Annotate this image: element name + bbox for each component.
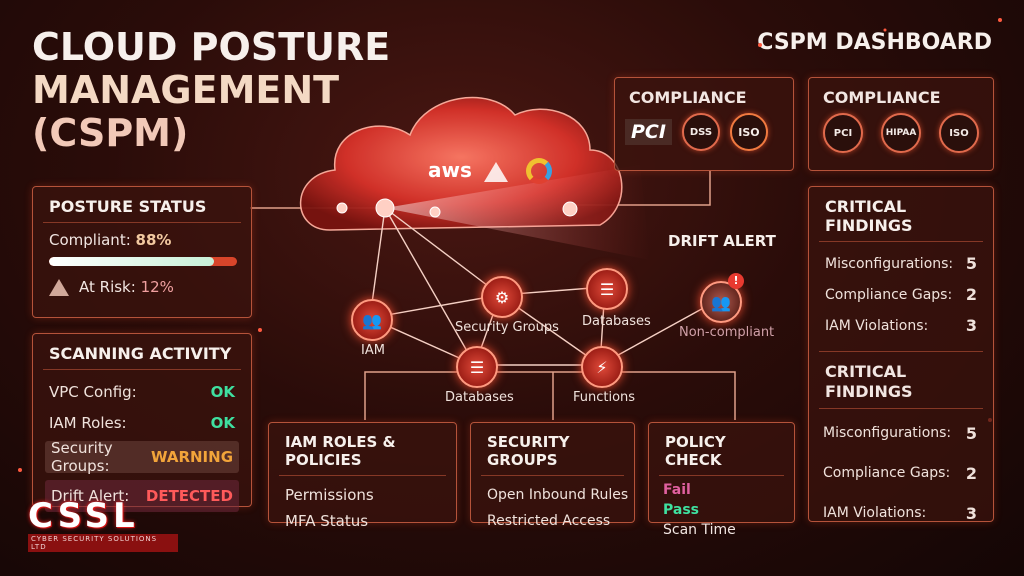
scan-row-drift: Drift Alert: DETECTED xyxy=(45,480,239,512)
scan-row-security-groups: Security Groups: WARNING xyxy=(45,439,239,475)
finding-row: Misconfigurations: 5 xyxy=(823,413,977,453)
scanning-activity-title: SCANNING ACTIVITY xyxy=(43,334,241,370)
scan-label: IAM Roles: xyxy=(49,413,127,432)
scan-label: Security Groups: xyxy=(51,439,113,475)
policy-check-title: POLICY CHECK xyxy=(659,423,784,476)
finding-label: Misconfigurations: xyxy=(823,425,952,441)
iso-badge-icon: ISO xyxy=(939,113,979,153)
dashboard-title: CSPM DASHBOARD xyxy=(757,30,992,55)
finding-count: 5 xyxy=(965,423,977,443)
scan-row-vpc: VPC Config: OK xyxy=(49,376,235,407)
scan-label: VPC Config: xyxy=(49,382,137,401)
databases-bottom-node-icon: ☰ xyxy=(456,346,498,388)
compliance-center-title: COMPLIANCE xyxy=(629,88,747,107)
title-line-2: MANAGEMENT xyxy=(32,68,340,112)
critical-findings-title-2-line2: FINDINGS xyxy=(825,382,913,401)
scan-status: OK xyxy=(210,382,235,401)
compliance-right-title: COMPLIANCE xyxy=(823,88,941,107)
policy-check-panel: POLICY CHECK Fail Pass Scan Time xyxy=(648,422,795,538)
scanning-activity-panel: SCANNING ACTIVITY VPC Config: OK IAM Role… xyxy=(32,333,252,512)
policy-scan-time: Scan Time xyxy=(663,522,736,538)
finding-count: 3 xyxy=(965,503,977,523)
finding-label: Compliance Gaps: xyxy=(825,286,953,303)
posture-status-title: POSTURE STATUS xyxy=(43,187,241,223)
sg-item: Open Inbound Rules xyxy=(487,487,629,503)
posture-status-panel: POSTURE STATUS Compliant: 88% At Risk: 1… xyxy=(32,186,252,318)
scan-status: WARNING xyxy=(150,448,233,466)
finding-count: 3 xyxy=(965,316,977,335)
compliant-value: 88% xyxy=(135,231,172,249)
compliance-progress-bar xyxy=(49,257,237,266)
scan-label: Drift Alert: xyxy=(51,487,130,505)
iam-roles-panel: IAM ROLES & POLICIES Permissions MFA Sta… xyxy=(268,422,457,530)
policy-fail: Fail xyxy=(663,482,691,498)
critical-findings-panel: CRITICAL FINDINGS Misconfigurations: 5 Co… xyxy=(808,186,994,523)
warning-icon: ! xyxy=(728,273,744,289)
compliance-panel-center: COMPLIANCE PCI DSS ISO xyxy=(614,77,794,171)
finding-label: Misconfigurations: xyxy=(825,255,954,272)
security-groups-node-label: Security Groups xyxy=(455,320,559,335)
hipaa-badge-icon: HIPAA xyxy=(881,113,921,153)
iam-node-icon: 👥 xyxy=(351,299,393,341)
iso-badge-icon: ISO xyxy=(729,113,768,151)
compliant-label: Compliant: xyxy=(49,231,131,249)
scan-status: DETECTED xyxy=(145,487,233,505)
finding-label: IAM Violations: xyxy=(825,317,929,334)
gcp-icon xyxy=(526,158,552,184)
databases-bottom-node-label: Databases xyxy=(445,390,514,405)
compliance-progress-fill xyxy=(49,257,215,266)
sg-item: Restricted Access xyxy=(487,513,611,529)
critical-findings-title: CRITICAL FINDINGS xyxy=(819,187,983,242)
security-groups-panel: SECURITY GROUPS Open Inbound Rules Restr… xyxy=(470,422,635,529)
finding-label: IAM Violations: xyxy=(823,505,927,521)
critical-findings-title-2: CRITICAL FINDINGS xyxy=(819,351,983,409)
pci-badge-icon: PCI xyxy=(625,119,672,145)
scan-row-iam: IAM Roles: OK xyxy=(49,407,235,438)
aws-logo: aws xyxy=(428,158,472,182)
finding-row: Misconfigurations: 5 xyxy=(825,248,977,279)
drift-status: Non-compliant xyxy=(679,325,775,340)
finding-row: IAM Violations: 3 xyxy=(825,310,977,341)
azure-icon xyxy=(484,162,508,182)
logo-subtitle: CYBER SECURITY SOLUTIONS LTD xyxy=(28,534,178,552)
iam-node-label: IAM xyxy=(361,343,385,358)
page-title: CLOUD POSTURE MANAGEMENT (CSPM) xyxy=(32,26,390,155)
functions-node-label: Functions xyxy=(573,390,636,405)
title-line-3: (CSPM) xyxy=(32,111,189,155)
drift-alert-title: DRIFT ALERT xyxy=(668,232,776,250)
alert-triangle-icon xyxy=(49,278,69,296)
databases-top-node-label: Databases xyxy=(582,314,651,329)
scan-status: OK xyxy=(210,413,235,432)
risk-value: 12% xyxy=(140,278,174,296)
company-logo: CSSL CYBER SECURITY SOLUTIONS LTD xyxy=(28,498,178,558)
iam-item: MFA Status xyxy=(285,512,369,530)
logo-text: CSSL xyxy=(28,496,139,536)
databases-top-node-icon: ☰ xyxy=(586,268,628,310)
functions-node-icon: ⚡ xyxy=(581,346,623,388)
risk-label: At Risk: xyxy=(79,278,136,296)
finding-row: Compliance Gaps: 2 xyxy=(825,279,977,310)
finding-count: 2 xyxy=(965,285,977,304)
finding-row: Compliance Gaps: 2 xyxy=(823,453,977,493)
finding-count: 5 xyxy=(965,254,977,273)
finding-label: Compliance Gaps: xyxy=(823,465,951,481)
title-line-1: CLOUD POSTURE xyxy=(32,25,391,69)
iam-roles-title: IAM ROLES & POLICIES xyxy=(279,423,446,476)
dss-badge-icon: DSS xyxy=(681,113,720,151)
iam-item: Permissions xyxy=(285,486,374,504)
finding-count: 2 xyxy=(965,463,977,483)
critical-findings-title-2-line1: CRITICAL xyxy=(825,362,907,381)
finding-row: IAM Violations: 3 xyxy=(823,493,977,533)
pci-badge-icon: PCI xyxy=(823,113,863,153)
compliance-panel-right: COMPLIANCE PCI HIPAA ISO xyxy=(808,77,994,171)
security-groups-title: SECURITY GROUPS xyxy=(481,423,624,476)
policy-pass: Pass xyxy=(663,502,699,518)
security-groups-node-icon: ⚙ xyxy=(481,276,523,318)
